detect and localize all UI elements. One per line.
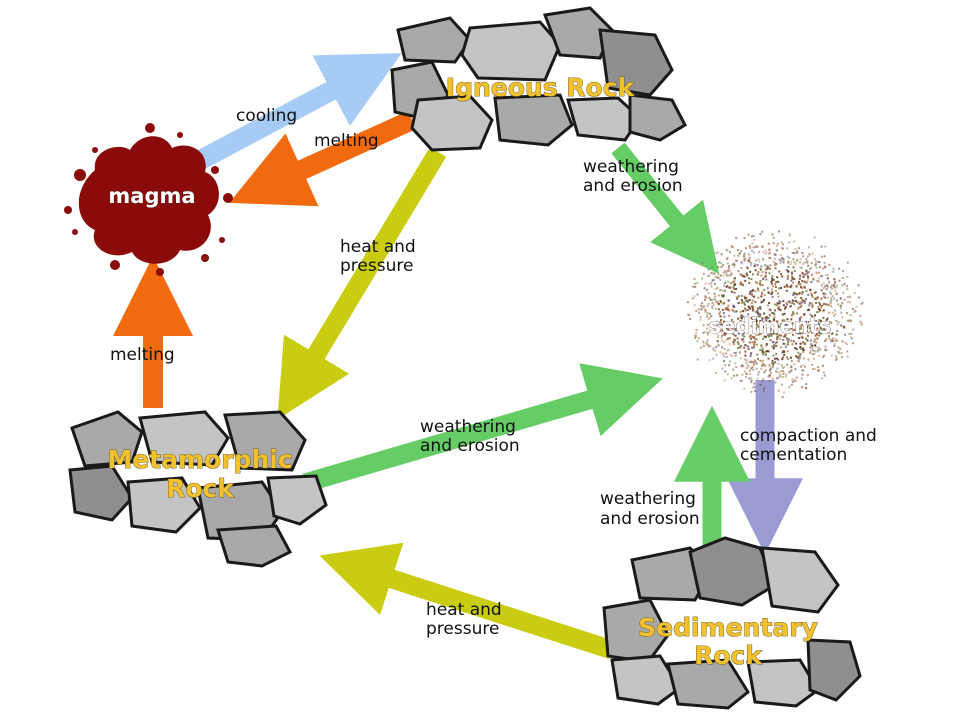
metamorphic-rock-label-line1: Metamorphic [107, 445, 292, 474]
arrows [113, 53, 803, 660]
metamorphic-rock-node: Metamorphic Rock [68, 410, 328, 568]
igneous-rock-label: Igneous Rock [446, 73, 636, 102]
heat-pressure-sedimentary-label-line1: heat and [426, 600, 502, 620]
sedimentary-rock-label-line1: Sedimentary [638, 613, 818, 642]
heat-pressure-sedimentary-label-line2: pressure [426, 619, 499, 639]
magma-node: magma [64, 123, 233, 276]
igneous-rock-pile [390, 6, 687, 152]
weathering-metamorphic-label-line2: and erosion [420, 436, 520, 456]
compaction-label-line1: compaction and [740, 426, 877, 446]
heat-pressure-igneous-label-line1: heat and [340, 237, 416, 257]
compaction-label-line2: cementation [740, 445, 847, 465]
melting-igneous-arrow [229, 110, 417, 207]
weathering-sedimentary-label-line2: and erosion [600, 509, 700, 529]
metamorphic-rock-label-line2: Rock [166, 474, 235, 503]
melting-metamorphic-label: melting [110, 345, 175, 365]
heat-pressure-igneous-arrow [277, 147, 447, 420]
weathering-metamorphic-label-line1: weathering [420, 417, 516, 437]
melting-igneous-label: melting [314, 131, 379, 151]
sedimentary-rock-label-line2: Rock [694, 641, 763, 670]
heat-pressure-sedimentary-arrow [319, 542, 615, 660]
sedimentary-rock-pile [602, 536, 862, 710]
metamorphic-rock-pile [68, 410, 328, 568]
weathering-igneous-arrow [611, 142, 720, 274]
cooling-label: cooling [236, 106, 297, 126]
sediment-particles [686, 230, 864, 398]
heat-pressure-igneous-label-line2: pressure [340, 256, 413, 276]
igneous-rock-node: Igneous Rock [390, 6, 687, 152]
weathering-sedimentary-label-line1: weathering [600, 489, 696, 509]
magma-label: magma [108, 184, 195, 208]
sedimentary-rock-node: Sedimentary Rock [602, 536, 862, 710]
process-labels: cooling melting weathering and erosion h… [110, 106, 877, 639]
magma-splat [64, 123, 233, 276]
weathering-metamorphic-arrow [302, 363, 663, 493]
weathering-igneous-label-line2: and erosion [583, 176, 683, 196]
weathering-igneous-label-line1: weathering [583, 157, 679, 177]
sediments-label: sediments [709, 314, 832, 338]
cooling-arrow [190, 53, 402, 172]
sediments-node: sediments [686, 230, 864, 398]
